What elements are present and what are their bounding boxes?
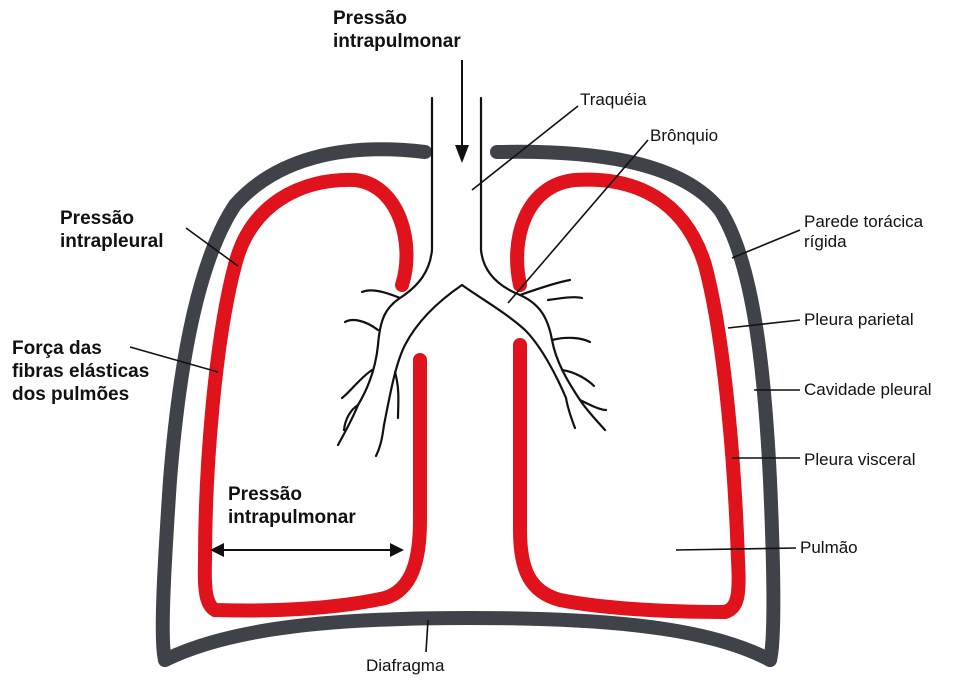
inner-pressure-label: Pressão intrapulmonar — [228, 484, 356, 530]
elastic-line2: fibras elásticas — [12, 361, 149, 384]
top-pressure-line1: Pressão — [333, 8, 461, 31]
diaphragm-label: Diafragma — [366, 656, 444, 676]
intrapleural-line2: intrapleural — [60, 231, 163, 254]
left-lung-pleura — [205, 180, 420, 611]
inner-pressure-line1: Pressão — [228, 484, 356, 507]
top-pressure-line2: intrapulmonar — [333, 31, 461, 54]
pleural-cavity-label: Cavidade pleural — [804, 380, 932, 400]
elastic-line1: Força das — [12, 338, 149, 361]
chest-wall-label: Parede torácica rígida — [804, 212, 923, 253]
inner-pressure-line2: intrapulmonar — [228, 507, 356, 530]
chest-wall-line2: rígida — [804, 232, 923, 252]
elastic-fibers-label: Força das fibras elásticas dos pulmões — [12, 338, 149, 406]
right-lung-pleura — [517, 180, 739, 612]
diaphragm-wall — [165, 618, 770, 660]
trachea-label: Traquéia — [580, 90, 646, 110]
elastic-line3: dos pulmões — [12, 384, 149, 407]
intrapleural-line1: Pressão — [60, 208, 163, 231]
lung-label: Pulmão — [800, 538, 858, 558]
bronchus-label: Brônquio — [650, 126, 718, 146]
down-arrow — [455, 60, 469, 163]
parietal-pleura-label: Pleura parietal — [804, 310, 914, 330]
intrapleural-label: Pressão intrapleural — [60, 208, 163, 254]
top-pressure-label: Pressão intrapulmonar — [333, 8, 461, 54]
double-arrow — [210, 543, 404, 557]
chest-wall-line1: Parede torácica — [804, 212, 923, 232]
visceral-pleura-label: Pleura visceral — [804, 450, 916, 470]
